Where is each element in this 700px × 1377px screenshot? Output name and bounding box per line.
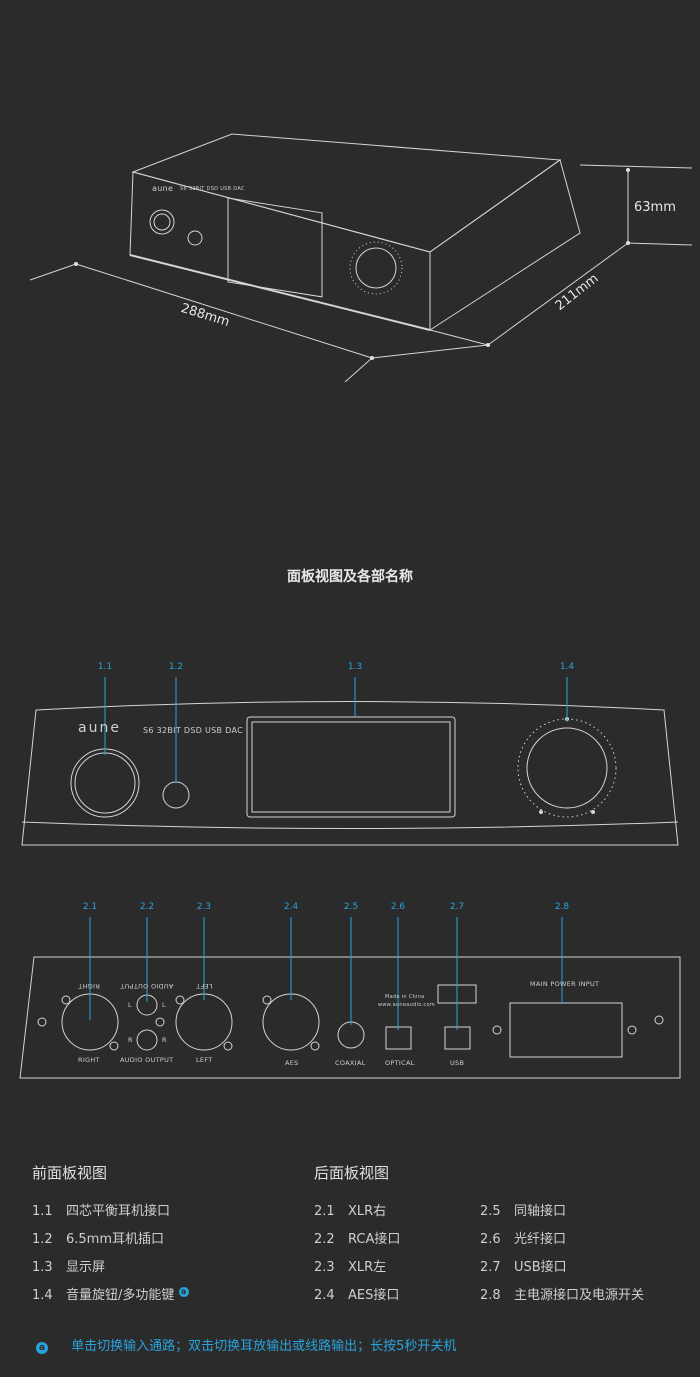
item-number: 2.2 — [314, 1232, 335, 1247]
rear-label-main-power: MAIN POWER INPUT — [530, 980, 600, 988]
footnote-text: 单击切换输入通路；双击切换耳放输出或线路输出；长按5秒开关机 — [71, 1339, 457, 1354]
callout-2-1: 2.1 — [82, 902, 98, 912]
item-number: 2.6 — [480, 1232, 501, 1247]
rear-label-left: LEFT — [196, 1056, 213, 1064]
front-brand-logo: aune — [78, 720, 121, 736]
rear-label-right-top: RIGHT — [78, 982, 100, 990]
item-number: 2.5 — [480, 1204, 501, 1219]
item-label: AES接口 — [348, 1288, 400, 1303]
item-label: 音量旋钮/多功能键 — [66, 1288, 175, 1303]
rear-list-item: 2.6 光纤接口 — [480, 1228, 566, 1247]
item-label: 6.5mm耳机插口 — [66, 1232, 165, 1247]
item-label: 主电源接口及电源开关 — [514, 1288, 645, 1303]
item-number: 2.3 — [314, 1260, 335, 1275]
front-list-item: 1.2 6.5mm耳机插口 — [32, 1228, 164, 1247]
section-title: 面板视图及各部名称 — [287, 569, 413, 585]
rear-list-item: 2.7 USB接口 — [480, 1256, 567, 1275]
iso-model-label: S6 32BIT DSD USB DAC — [180, 186, 245, 192]
rear-label-aes: AES — [285, 1059, 299, 1067]
item-label: USB接口 — [514, 1260, 567, 1275]
callout-2-3: 2.3 — [196, 902, 212, 912]
footnote-badge-icon: a — [36, 1342, 48, 1354]
rear-label-r-right: R — [162, 1036, 167, 1044]
callout-2-6: 2.6 — [390, 902, 406, 912]
item-number: 2.1 — [314, 1204, 335, 1219]
front-list-item: 1.3 显示屏 — [32, 1256, 105, 1275]
rear-label-audio-output-top: AUDIO OUTPUT — [120, 982, 174, 990]
item-label: RCA接口 — [348, 1232, 401, 1247]
item-number: 1.1 — [32, 1204, 53, 1219]
rear-list-item: 2.4 AES接口 — [314, 1284, 399, 1303]
rear-label-l: L — [128, 1001, 132, 1009]
callout-2-7: 2.7 — [449, 902, 465, 912]
item-number: 1.2 — [32, 1232, 53, 1247]
callout-2-8: 2.8 — [554, 902, 570, 912]
item-number: 2.4 — [314, 1288, 335, 1303]
rear-label-coaxial: COAXIAL — [335, 1059, 366, 1067]
rear-list-item: 2.8 主电源接口及电源开关 — [480, 1284, 644, 1303]
item-number: 1.3 — [32, 1260, 53, 1275]
isometric-product-drawing — [29, 133, 693, 383]
front-list-heading: 前面板视图 — [32, 1164, 108, 1182]
rear-label-l-right: L — [162, 1001, 166, 1009]
item-label: 显示屏 — [66, 1260, 106, 1275]
callout-1-2: 1.2 — [168, 662, 184, 672]
iso-brand-label: aune — [152, 184, 174, 193]
item-label: 四芯平衡耳机接口 — [66, 1204, 171, 1219]
rear-label-right: RIGHT — [78, 1056, 100, 1064]
footnote: a 单击切换输入通路；双击切换耳放输出或线路输出；长按5秒开关机 — [36, 1335, 456, 1354]
item-label: 光纤接口 — [514, 1232, 567, 1247]
item-number: 1.4 — [32, 1288, 53, 1303]
front-panel-drawing — [21, 677, 679, 846]
callout-2-2: 2.2 — [139, 902, 155, 912]
rear-label-optical: OPTICAL — [385, 1059, 415, 1067]
item-label: XLR左 — [348, 1260, 387, 1275]
rear-list-item: 2.1 XLR右 — [314, 1200, 386, 1219]
rear-label-made-in: Made in China — [385, 994, 425, 1000]
rear-list-item: 2.5 同轴接口 — [480, 1200, 566, 1219]
footnote-marker-icon: a — [178, 1286, 189, 1297]
rear-panel-drawing — [19, 917, 681, 1079]
front-model-label: S6 32BIT DSD USB DAC — [143, 726, 244, 735]
rear-label-r: R — [128, 1036, 133, 1044]
item-label: XLR右 — [348, 1204, 387, 1219]
rear-list-heading: 后面板视图 — [314, 1164, 390, 1182]
callout-1-3: 1.3 — [347, 662, 363, 672]
rear-label-left-top: LEFT — [196, 982, 213, 990]
front-list-item: 1.4 音量旋钮/多功能键 a — [32, 1284, 189, 1303]
rear-label-usb: USB — [450, 1059, 465, 1067]
callout-1-1: 1.1 — [97, 662, 113, 672]
rear-label-audio-output: AUDIO OUTPUT — [120, 1056, 174, 1064]
rear-label-website: www.auneaudio.com — [378, 1002, 436, 1008]
rear-list-item: 2.3 XLR左 — [314, 1256, 386, 1275]
rear-list-item: 2.2 RCA接口 — [314, 1228, 400, 1247]
item-number: 2.7 — [480, 1260, 501, 1275]
callout-2-4: 2.4 — [283, 902, 299, 912]
callout-2-5: 2.5 — [343, 902, 359, 912]
front-list-item: 1.1 四芯平衡耳机接口 — [32, 1200, 170, 1219]
callout-1-4: 1.4 — [559, 662, 575, 672]
dimension-height-label: 63mm — [634, 200, 676, 215]
item-label: 同轴接口 — [514, 1204, 567, 1219]
item-number: 2.8 — [480, 1288, 501, 1303]
